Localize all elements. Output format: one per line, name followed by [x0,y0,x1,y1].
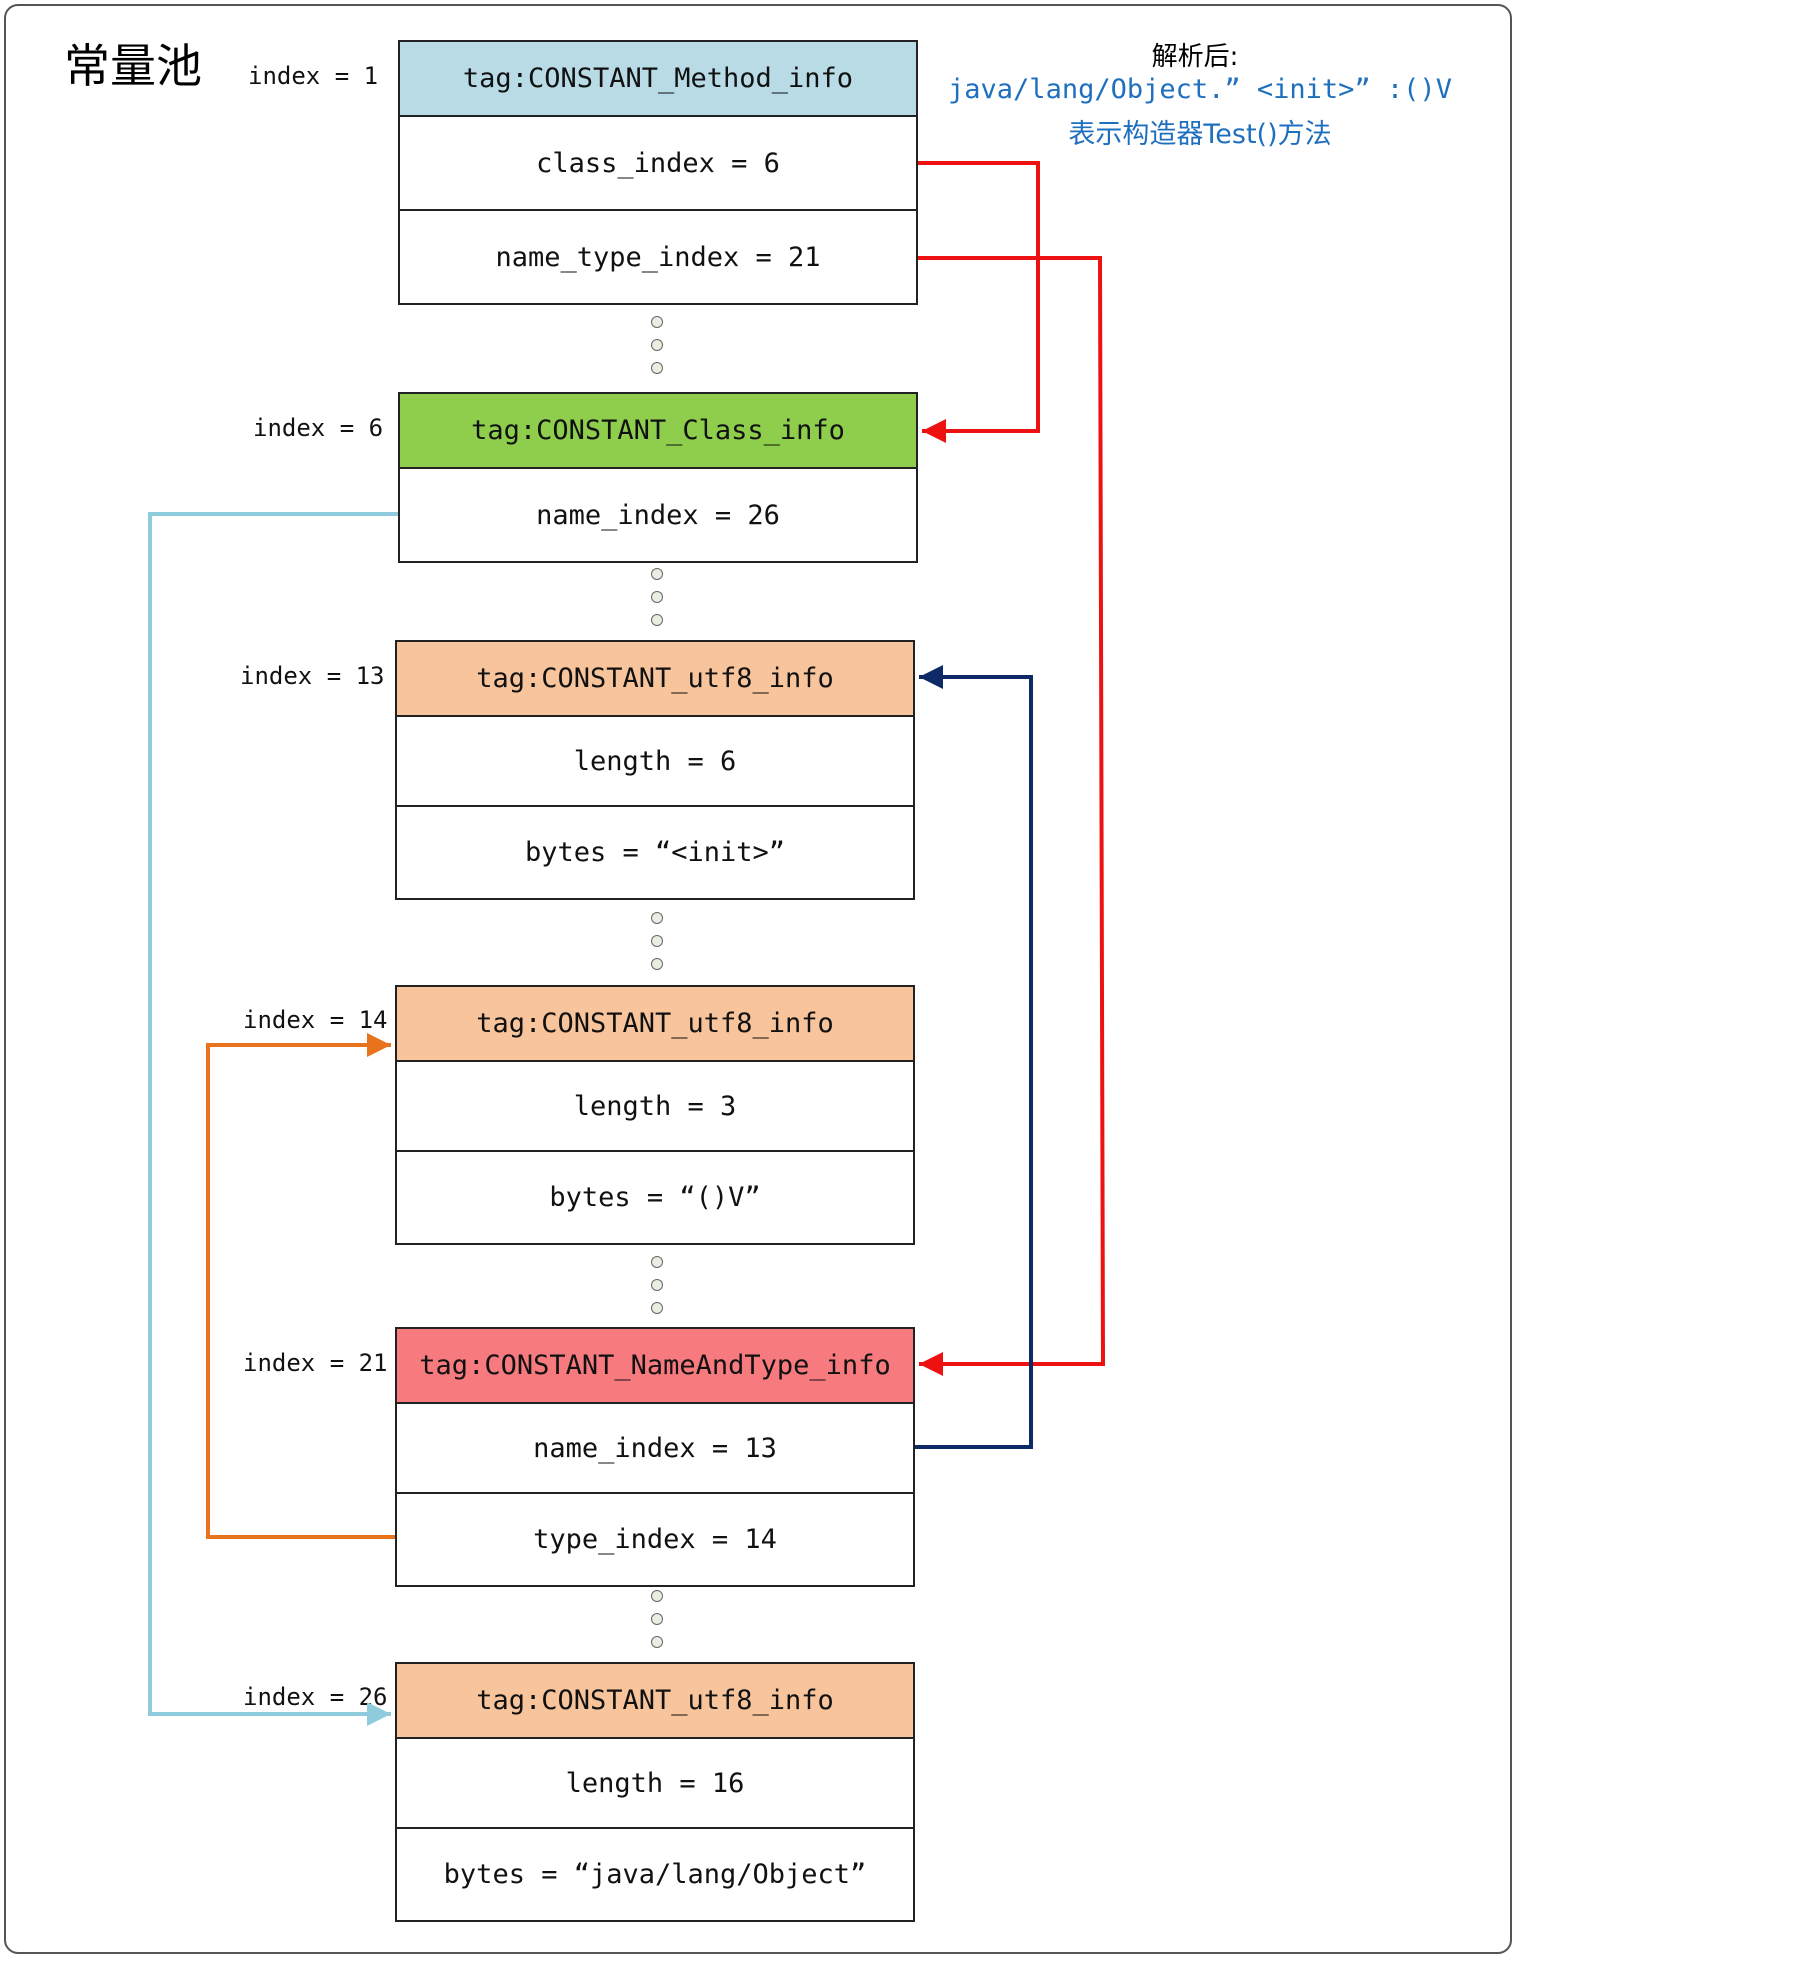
entry-field-name-index: name_index = 13 [397,1404,913,1494]
diagram-title: 常量池 [64,39,202,93]
ellipsis-dots [651,568,663,637]
entry-field-bytes: bytes = “<init>” [524,837,786,868]
ellipsis-dots [651,1256,663,1325]
arrow-name-index-to-utf8-init [915,665,1033,1449]
entry-tag: tag:CONSTANT_Class_info [400,394,916,469]
entry-index-label: index = 21 [243,1349,388,1377]
entry-field-length: length = 3 [397,1062,913,1152]
arrow-type-index-to-utf8-descriptor [206,1033,395,1539]
note-heading: 解析后: [1151,42,1239,72]
entry-field-bytes: bytes = “()V” [549,1182,761,1213]
diagram-frame [4,4,1512,1954]
ellipsis-dots [651,1590,663,1659]
entry-index-label: index = 1 [248,62,379,90]
constant-entry-utf8-descriptor: tag:CONSTANT_utf8_info length = 3 bytes … [395,985,915,1245]
note-description: 表示构造器Test()方法 [1068,119,1332,150]
entry-tag: tag:CONSTANT_NameAndType_info [397,1329,913,1404]
constant-entry-method-info: tag:CONSTANT_Method_info class_index = 6… [398,40,918,305]
ellipsis-dots [651,316,663,385]
entry-tag: tag:CONSTANT_utf8_info [397,987,913,1062]
entry-field-bytes: bytes = “java/lang/Object” [443,1859,867,1890]
entry-field-name-type-index: name_type_index = 21 [495,241,821,273]
arrow-class-index-to-class-info [918,161,1040,443]
entry-field-length: length = 6 [397,717,913,807]
note-resolved-signature: java/lang/Object.” <init>” :()V [948,74,1452,105]
constant-entry-name-and-type-info: tag:CONSTANT_NameAndType_info name_index… [395,1327,915,1587]
ellipsis-dots [651,912,663,981]
arrow-name-index-to-utf8-class-name [148,512,398,1726]
arrow-name-type-index-to-name-and-type [918,256,1106,1376]
entry-tag: tag:CONSTANT_utf8_info [397,642,913,717]
entry-tag: tag:CONSTANT_Method_info [400,42,916,117]
constant-entry-utf8-init: tag:CONSTANT_utf8_info length = 6 bytes … [395,640,915,900]
entry-index-label: index = 14 [243,1006,388,1034]
entry-field-class-index: class_index = 6 [400,117,916,211]
entry-field-name-index: name_index = 26 [536,499,780,531]
entry-field-type-index: type_index = 14 [533,1524,777,1555]
constant-entry-utf8-class-name: tag:CONSTANT_utf8_info length = 16 bytes… [395,1662,915,1922]
entry-index-label: index = 13 [240,662,385,690]
entry-index-label: index = 6 [253,414,384,442]
constant-entry-class-info: tag:CONSTANT_Class_info name_index = 26 [398,392,918,563]
entry-field-length: length = 16 [397,1739,913,1829]
entry-tag: tag:CONSTANT_utf8_info [397,1664,913,1739]
